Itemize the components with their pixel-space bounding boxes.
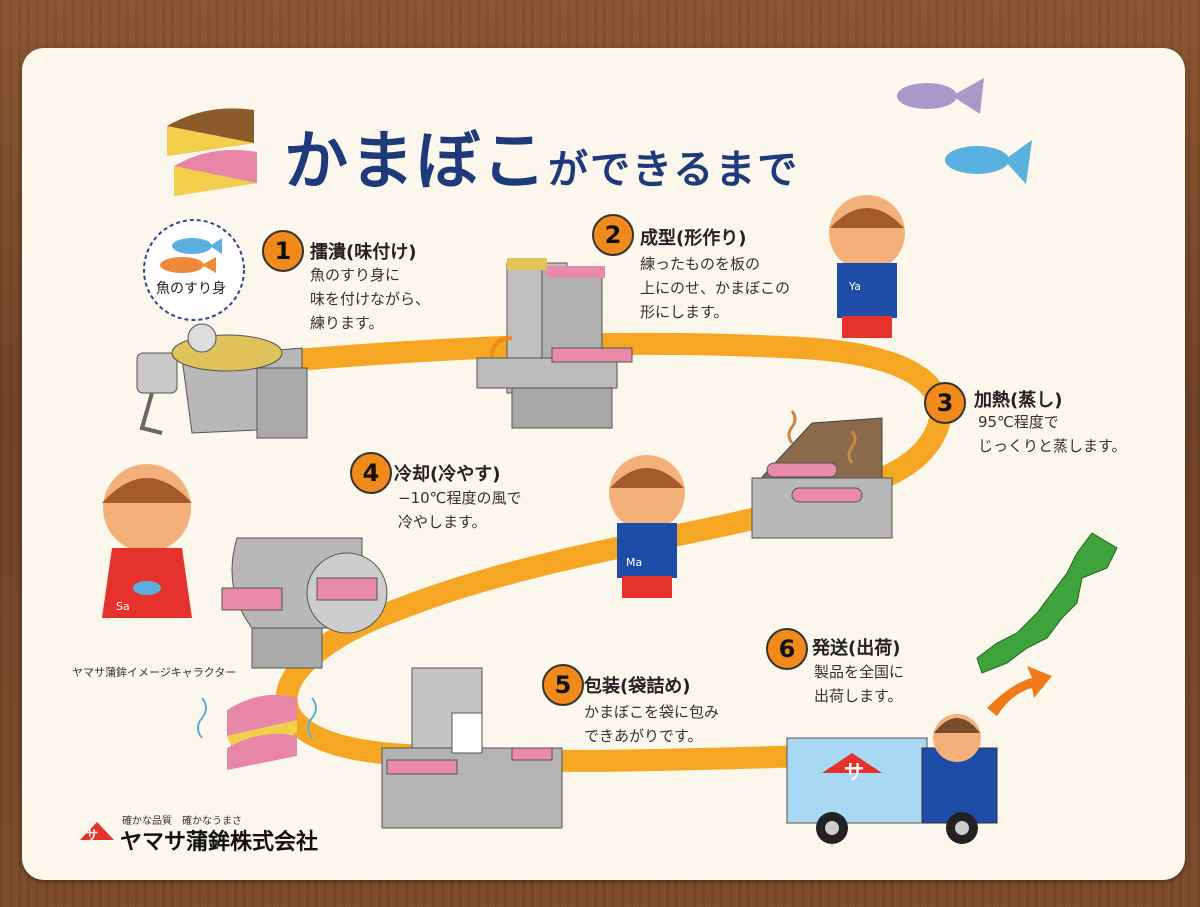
company-logo-char: サ (86, 828, 99, 842)
step-3-title: 加熱(蒸し) (974, 390, 1063, 411)
step-2-desc: 練ったものを板の 上にのせ、かまぼこの 形にします。 (640, 255, 791, 321)
packaging-machine (381, 667, 563, 829)
cooling-machine (221, 537, 388, 669)
grinder-machine (136, 323, 308, 439)
process-illustration (80, 78, 1118, 844)
step-1-title: 擂潰(味付け) (310, 242, 417, 263)
delivery-truck (786, 714, 998, 844)
step-6-title: 発送(出荷) (812, 638, 901, 659)
girl-dress-letters: Sa (116, 600, 130, 613)
forming-machine (476, 258, 633, 429)
step-1-badge: 1 (262, 230, 304, 272)
japan-map (976, 532, 1118, 674)
truck-logo-char: サ (844, 760, 864, 784)
title-main: かまぼこ (284, 125, 548, 199)
step-6-desc: 製品を全国に 出荷します。 (814, 663, 905, 705)
kamaboko-icon (167, 108, 257, 196)
step-4-badge: 4 (350, 452, 392, 494)
step-5-desc: かまぼこを袋に包み できあがりです。 (584, 703, 720, 745)
step-2-badge: 2 (592, 214, 634, 256)
fish-paste-bubble (143, 219, 245, 321)
step-4-title: 冷却(冷やす) (394, 464, 501, 485)
company-logo (80, 822, 114, 840)
boy-1-shirt-letters: Ya (849, 280, 861, 293)
boy-character-1 (829, 195, 905, 338)
girl-character (102, 464, 192, 618)
kamaboko-process-card: かまぼこができるまで 魚のすり身 1 擂潰(味付け) 魚のすり身に 味を付けなが… (22, 48, 1185, 880)
step-4-desc: −10℃程度の風で 冷やします。 (398, 489, 522, 531)
boy-2-shirt-letters: Ma (626, 556, 643, 569)
boy-character-2 (609, 455, 685, 598)
step-5-title: 包装(袋詰め) (584, 676, 691, 697)
fish-icon-purple (897, 78, 984, 114)
cold-kamaboko-icon (197, 694, 317, 770)
step-3-badge: 3 (924, 382, 966, 424)
step-5-badge: 5 (542, 664, 584, 706)
page-title: かまぼこができるまで (284, 110, 799, 202)
company-tagline: 確かな品質 確かなうまさ (122, 816, 242, 827)
title-sub: ができるまで (548, 147, 800, 193)
fish-icon-blue (945, 140, 1032, 184)
steamer-machine (751, 410, 893, 539)
company-name: ヤマサ蒲鉾株式会社 (120, 830, 319, 855)
step-1-desc: 魚のすり身に 味を付けながら、 練ります。 (310, 266, 431, 332)
shipping-arrow (987, 666, 1052, 716)
fish-paste-label: 魚のすり身 (156, 281, 226, 297)
step-6-badge: 6 (766, 628, 808, 670)
character-caption: ヤマサ蒲鉾イメージキャラクター (72, 666, 237, 679)
step-3-desc: 95℃程度で じっくりと蒸します。 (978, 413, 1127, 455)
step-2-title: 成型(形作り) (640, 228, 747, 249)
